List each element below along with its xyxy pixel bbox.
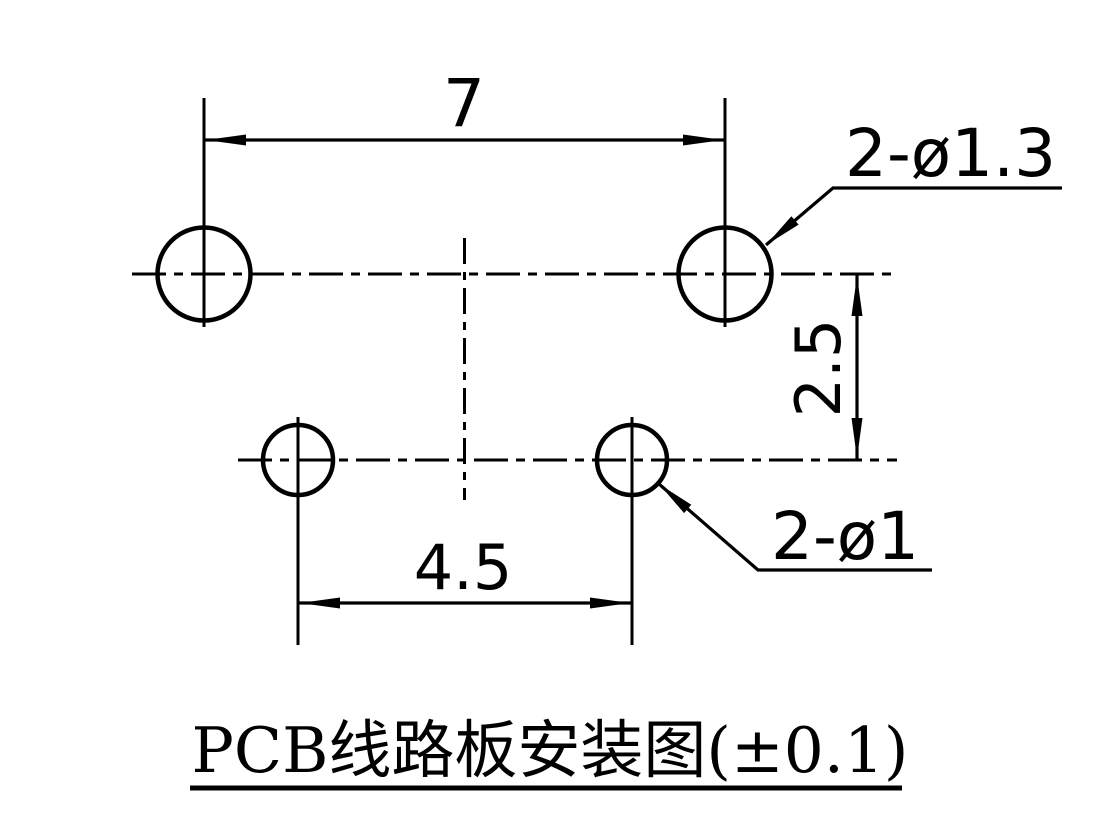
arrowhead-left	[300, 597, 340, 609]
dimension-top-pitch: 7	[202, 65, 727, 327]
dim-value-bottom: 4.5	[414, 531, 513, 604]
label-small-holes: 2-ø1	[771, 498, 919, 575]
arrowhead-right	[683, 134, 723, 146]
dimension-bottom-pitch: 4.5	[296, 417, 634, 645]
leader-arrowhead	[659, 484, 692, 514]
leader-line	[657, 482, 932, 572]
leader-large-holes: 2-ø1.3	[764, 115, 1062, 247]
arrowhead-left	[206, 134, 246, 146]
leader-arrowhead	[766, 216, 799, 245]
dim-value-top: 7	[443, 65, 485, 142]
drawing-title-block: PCB线路板安装图(±0.1)	[190, 714, 909, 791]
dimension-row-pitch: 2.5	[782, 274, 863, 460]
dim-value-vertical: 2.5	[782, 319, 855, 418]
label-large-holes: 2-ø1.3	[845, 115, 1056, 192]
arrowhead-top	[851, 276, 863, 316]
arrowhead-right	[590, 597, 630, 609]
drawing-title: PCB线路板安装图(±0.1)	[191, 714, 908, 787]
leader-small-holes: 2-ø1	[657, 482, 932, 575]
arrowhead-bottom	[851, 418, 863, 458]
